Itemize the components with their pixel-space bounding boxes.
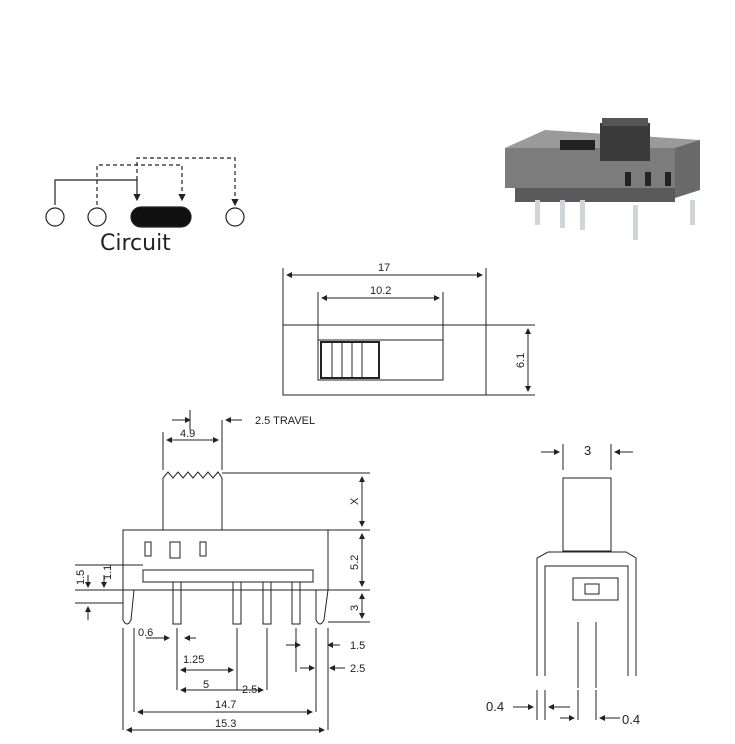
dim-14-7: 14.7 [215,699,236,711]
dim-1-25: 1.25 [183,654,204,666]
dim-15-3: 15.3 [215,718,236,730]
dim-5: 5 [203,679,209,691]
circuit-label: Circuit [100,231,171,256]
dim-0-4-right: 0.4 [622,712,640,727]
dim-travel: 2.5 TRAVEL [255,415,315,427]
top-view [282,268,535,396]
dim-6-1: 6.1 [515,353,527,368]
dim-1-1: 1.1 [102,565,114,580]
side-view [75,410,370,733]
dim-1-5-right: 1.5 [350,640,365,652]
dim-x: X [349,497,361,505]
dim-2-5-bottom: 2.5 [242,684,257,696]
dim-3-end: 3 [584,443,591,458]
dim-2-5-right: 2.5 [350,663,365,675]
dim-10-2: 10.2 [370,285,391,297]
circuit-contact-bar [130,206,192,228]
dim-1-5-left: 1.5 [75,570,87,585]
dim-5-2: 5.2 [349,555,361,570]
dim-4-9: 4.9 [180,428,195,440]
dim-0-4-left: 0.4 [486,699,504,714]
circuit-schematic [45,157,245,228]
switch-photo [505,118,700,240]
dim-0-6: 0.6 [138,627,153,639]
end-view [513,444,637,721]
dim-17: 17 [378,262,390,274]
dim-3: 3 [349,605,361,611]
